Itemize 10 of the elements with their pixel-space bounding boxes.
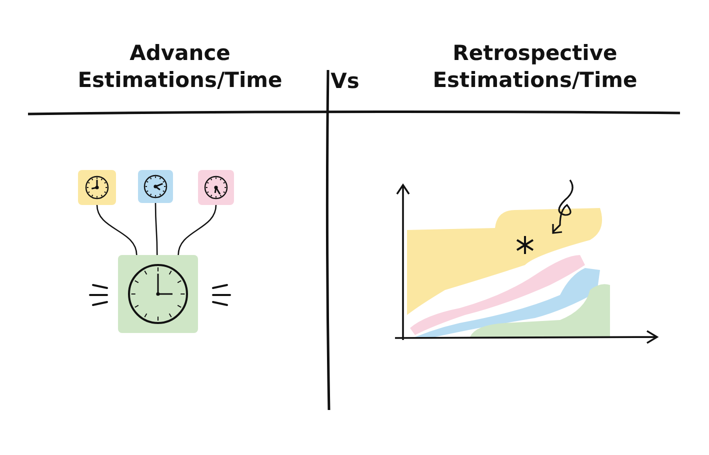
connector-line <box>178 204 217 256</box>
clock-note <box>198 170 234 205</box>
heading: Advance Estimations/Time <box>76 40 284 94</box>
clock-note <box>118 255 198 333</box>
clock-note <box>78 170 116 205</box>
heading: Retrospective Estimations/Time <box>432 40 638 94</box>
clock-note <box>138 170 173 203</box>
heading: Vs <box>330 68 360 95</box>
connector-line <box>96 204 138 256</box>
connector-line <box>154 203 158 255</box>
